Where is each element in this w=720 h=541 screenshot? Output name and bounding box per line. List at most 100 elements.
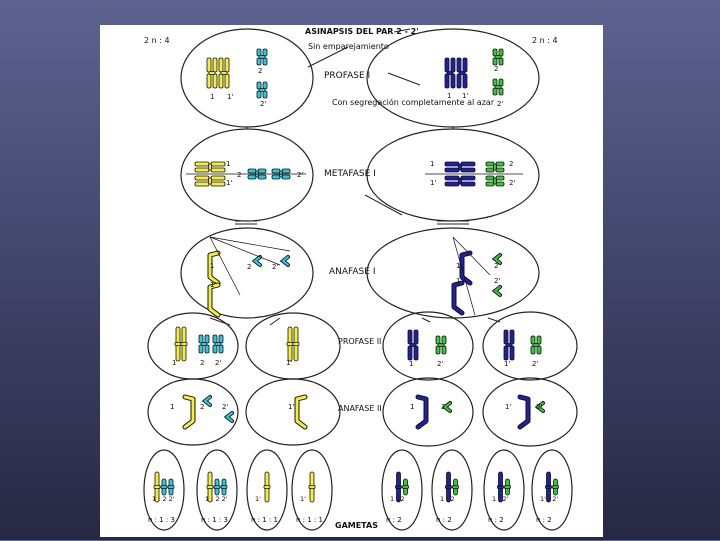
label-p2-1-r: 1 bbox=[409, 360, 413, 368]
label-ana-1-left: 1 bbox=[210, 262, 214, 270]
gamete-3-chromosome-1 bbox=[263, 471, 271, 503]
anaphase2-green-a bbox=[441, 401, 452, 413]
label-ana-1p-left: 1' bbox=[210, 281, 216, 289]
prophase2-yellow-d bbox=[292, 326, 300, 362]
gamete-cell-5 bbox=[381, 449, 423, 531]
gamete-cell-4 bbox=[291, 449, 333, 531]
gamete-2-chromosome-1 bbox=[206, 471, 214, 503]
anaphase2-green-b bbox=[534, 401, 545, 413]
gamete-cell-8 bbox=[531, 449, 573, 531]
label-2p-right: 2' bbox=[497, 100, 503, 108]
gamete-chrom-label-7: 1 : 2' bbox=[492, 495, 509, 503]
cell-anaphase2-4 bbox=[482, 377, 578, 447]
anaphase1-yellow-1 bbox=[207, 250, 221, 286]
label-p2-1p: 1' bbox=[286, 359, 292, 367]
label-p2-2: 2 bbox=[200, 359, 204, 367]
chromosome-2-cyan bbox=[256, 48, 268, 66]
label-meta-2-left: 2 bbox=[237, 171, 241, 179]
gamete-ploidy-label-7: n : 2 bbox=[488, 516, 504, 524]
label-ana-2p-left: 2' bbox=[272, 263, 278, 271]
gamete-ploidy-label-1: n : 1 : 3 bbox=[148, 516, 175, 524]
label-meta-1-left: 1 bbox=[226, 160, 230, 168]
label-a2-1: 1 bbox=[170, 403, 174, 411]
gamete-chrom-label-6: 1 : 2 bbox=[440, 495, 455, 503]
anaphase2-cyan-b bbox=[223, 411, 234, 423]
anaphase1-green-2p bbox=[491, 285, 502, 297]
label-2p-left: 2' bbox=[260, 100, 266, 108]
label-ana-2-left: 2 bbox=[247, 263, 251, 271]
ploidy-right: 2 n : 4 bbox=[532, 36, 558, 45]
anaphase2-yellow-a bbox=[182, 394, 196, 430]
cell-anaphase1-left bbox=[180, 227, 314, 319]
anaphase1-yellow-1p bbox=[207, 282, 221, 318]
metaphase-yellow-1 bbox=[194, 161, 226, 173]
prophase2-cyan-b bbox=[212, 334, 224, 354]
gamete-chrom-label-1: 1 : 2 2' bbox=[152, 495, 175, 503]
chromosome-1-yellow bbox=[206, 57, 218, 89]
label-ana-2p-right: 2' bbox=[494, 277, 500, 285]
gamete-ploidy-label-4: n : 1 : 1 bbox=[296, 516, 323, 524]
label-ana-1-right: 1 bbox=[456, 262, 460, 270]
label-a2-2-r: 2 bbox=[441, 403, 445, 411]
gamete-ploidy-label-3: n : 1 : 1 bbox=[251, 516, 278, 524]
cell-outlines bbox=[143, 28, 578, 531]
meiosis-diagram: ASINAPSIS DEL PAR 2 - 2' 2 n : 4 2 n : 4… bbox=[143, 27, 578, 531]
gamete-2-chromosome-3 bbox=[220, 478, 228, 496]
label-p2-1p-r: 1' bbox=[504, 360, 510, 368]
gamete-ploidy-label-8: n : 2 bbox=[536, 516, 552, 524]
label-a2-2p: 2' bbox=[222, 403, 228, 411]
diagram-header: ASINAPSIS DEL PAR 2 - 2' bbox=[305, 27, 419, 36]
label-p2-1: 1 bbox=[172, 359, 176, 367]
ploidy-left: 2 n : 4 bbox=[144, 36, 170, 45]
diagram-panel: ASINAPSIS DEL PAR 2 - 2' 2 n : 4 2 n : 4… bbox=[100, 25, 603, 537]
chromosome-2-green bbox=[492, 48, 504, 66]
anaphase1-cyan-2p bbox=[279, 255, 290, 267]
gamete-chrom-label-3: 1' bbox=[255, 495, 261, 503]
label-ana-1p-right: 1' bbox=[456, 277, 462, 285]
prophase2-green-a bbox=[435, 335, 447, 355]
label-a2-2: 2 bbox=[200, 403, 204, 411]
stage-anaphase-2: ANAFASE II bbox=[338, 404, 382, 413]
gamete-cell-7 bbox=[483, 449, 525, 531]
gamete-chrom-label-4: 1' bbox=[300, 495, 306, 503]
gamete-2-chromosome-2 bbox=[213, 478, 221, 496]
chromosome-1p-blue bbox=[456, 57, 468, 89]
gamete-chrom-label-8: 1' : 2' bbox=[540, 495, 558, 503]
cell-prophase2-2 bbox=[245, 312, 341, 380]
label-p2-2p-r: 2' bbox=[437, 360, 443, 368]
label-2-right: 2 bbox=[494, 65, 498, 73]
gamete-cell-6 bbox=[431, 449, 473, 531]
label-a2-1p: 1' bbox=[288, 403, 294, 411]
gamete-6-chromosome-2 bbox=[452, 478, 459, 496]
prophase2-yellow-b bbox=[180, 326, 188, 362]
gamete-8-chromosome-2 bbox=[552, 478, 559, 496]
label-p2-2p: 2' bbox=[215, 359, 221, 367]
prophase2-yellow-c bbox=[286, 326, 294, 362]
prophase2-cyan-a bbox=[198, 334, 210, 354]
anaphase1-spindle bbox=[209, 236, 491, 316]
metaphase-green-2 bbox=[485, 161, 505, 173]
gamete-ploidy-label-6: n : 2 bbox=[436, 516, 452, 524]
anaphase2-cyan-a bbox=[201, 395, 212, 407]
label-1p-right: 1' bbox=[462, 92, 468, 100]
anaphase1-blue-1 bbox=[459, 250, 473, 286]
label-p2-2p-r2: 2' bbox=[532, 360, 538, 368]
cell-prophase1-left bbox=[180, 28, 314, 128]
chromosome-1p-yellow bbox=[218, 57, 230, 89]
cell-metaphase1-left bbox=[180, 128, 314, 222]
anaphase2-blue-b bbox=[517, 394, 531, 430]
chromosome-2p-cyan bbox=[256, 81, 268, 99]
label-1p-left: 1' bbox=[227, 93, 233, 101]
prophase2-blue-b bbox=[503, 329, 515, 361]
label-meta-2-right: 2 bbox=[509, 160, 513, 168]
note-random-segregation: Con segregación completamente al azar bbox=[332, 97, 495, 107]
prophase2-yellow bbox=[174, 326, 182, 362]
label-1-left: 1 bbox=[210, 93, 214, 101]
cell-anaphase2-2 bbox=[245, 378, 341, 446]
cell-connectors bbox=[209, 127, 501, 326]
cell-anaphase2-1 bbox=[147, 378, 239, 446]
gamete-chrom-label-2: 1 : 2 2' bbox=[205, 495, 228, 503]
gamete-cell-2 bbox=[196, 449, 238, 531]
